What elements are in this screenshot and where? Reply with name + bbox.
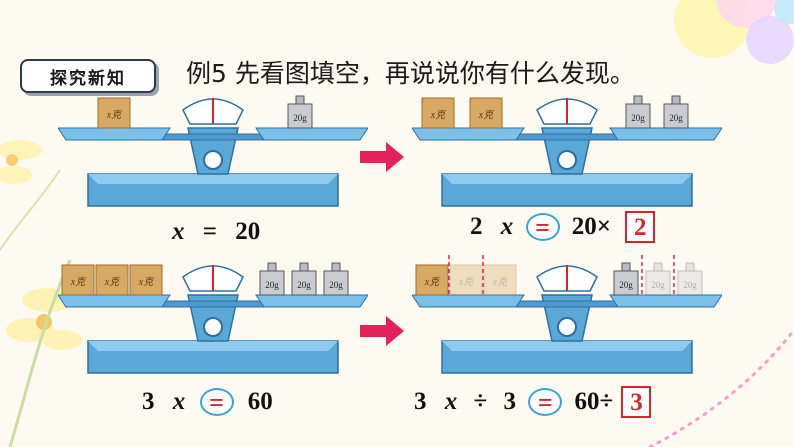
- equation-division-sign: ÷: [473, 388, 488, 416]
- balance-scale-top-left: x克 20g: [58, 95, 368, 207]
- weight-20g: 20g: [259, 262, 285, 296]
- weight-20g: 20g: [323, 262, 349, 296]
- block-label: x克: [478, 109, 495, 121]
- equation-coefficient: 3: [142, 388, 155, 416]
- balance-scale-top-right: x克 x克 20g 20g: [412, 95, 722, 207]
- weight-label: 20g: [293, 113, 307, 123]
- right-arrow-icon: [360, 316, 404, 346]
- equation-rhs: 20×: [571, 213, 611, 241]
- scale-base-top: [442, 341, 692, 351]
- right-pan: [255, 294, 368, 308]
- scale-base-top: [442, 174, 692, 184]
- right-pan: [609, 127, 722, 141]
- weight-label: 20g: [297, 280, 311, 290]
- right-pan: [609, 294, 722, 308]
- scale-pivot: [557, 150, 577, 170]
- equation-rhs: 60÷: [574, 388, 614, 416]
- weight-label: 20g: [631, 113, 645, 123]
- weight-label: 20g: [619, 280, 633, 290]
- x-gram-block: x克: [421, 97, 455, 129]
- weight-20g: 20g: [613, 262, 639, 296]
- scale-pivot: [203, 317, 223, 337]
- left-pan: [412, 294, 525, 308]
- equation-variable: x: [172, 218, 185, 246]
- answer-box: 3: [621, 386, 652, 419]
- balance-scale-bottom-right: x克 x克 x克 20g 20g 20g: [412, 255, 722, 374]
- weight-20g-faded: 20g: [677, 262, 703, 296]
- equation-variable: x: [444, 388, 458, 416]
- scale-base-top: [88, 174, 338, 184]
- left-pan: [412, 127, 525, 141]
- equation-coefficient: 3: [414, 388, 427, 416]
- equation-top-left: x = 20: [172, 214, 260, 248]
- left-pan: [58, 294, 171, 308]
- section-badge: 探究新知: [20, 59, 156, 93]
- weight-20g-faded: 20g: [645, 262, 671, 296]
- weight-20g: 20g: [663, 95, 689, 129]
- equation-rhs: 60: [247, 388, 273, 416]
- equation-coefficient: 2: [470, 213, 483, 241]
- weight-label: 20g: [651, 280, 665, 290]
- weight-label: 20g: [329, 280, 343, 290]
- equation-bottom-left: 3 x = 60: [142, 384, 273, 418]
- block-label: x克: [106, 109, 123, 121]
- left-pan: [58, 127, 171, 141]
- equation-variable: x: [500, 213, 514, 241]
- right-arrow-icon: [360, 142, 404, 172]
- x-gram-block: x克: [95, 264, 129, 296]
- x-gram-block-faded: x克: [483, 264, 517, 296]
- balloon-decoration: [674, 0, 794, 64]
- answer-box: 2: [625, 211, 656, 244]
- equals-circle: =: [525, 213, 560, 242]
- x-gram-block: x克: [129, 264, 163, 296]
- x-gram-block-faded: x克: [449, 264, 483, 296]
- equation-rhs: 20: [235, 218, 261, 246]
- block-label: x克: [70, 276, 87, 288]
- equation-variable: x: [172, 388, 186, 416]
- x-gram-block: x克: [97, 97, 131, 129]
- equals-circle: =: [528, 388, 563, 417]
- scale-pivot: [203, 150, 223, 170]
- page-title: 例5 先看图填空，再说说你有什么发现。: [186, 59, 635, 88]
- scale-base-top: [88, 341, 338, 351]
- block-label: x克: [424, 276, 441, 288]
- equation-top-right: 2 x = 20× 2: [470, 209, 656, 244]
- block-label: x克: [430, 109, 447, 121]
- weight-label: 20g: [683, 280, 697, 290]
- block-label: x克: [492, 276, 509, 288]
- balance-scale-bottom-left: x克 x克 x克 20g 20g 20g: [58, 262, 368, 374]
- block-label: x克: [138, 276, 155, 288]
- block-label: x克: [458, 276, 475, 288]
- x-gram-block: x克: [469, 97, 503, 129]
- equation-bottom-right: 3 x ÷ 3 = 60÷ 3: [414, 384, 652, 419]
- x-gram-block: x克: [415, 264, 449, 296]
- equals-circle: =: [199, 388, 234, 417]
- equation-divisor: 3: [503, 388, 516, 416]
- weight-20g: 20g: [291, 262, 317, 296]
- weight-label: 20g: [669, 113, 683, 123]
- right-pan: [255, 127, 368, 141]
- weight-20g: 20g: [625, 95, 651, 129]
- weight-20g: 20g: [287, 95, 313, 129]
- block-label: x克: [104, 276, 121, 288]
- equation-operator: =: [202, 218, 217, 246]
- weight-label: 20g: [265, 280, 279, 290]
- x-gram-block: x克: [61, 264, 95, 296]
- scale-pivot: [557, 317, 577, 337]
- flower-decoration: [0, 140, 82, 447]
